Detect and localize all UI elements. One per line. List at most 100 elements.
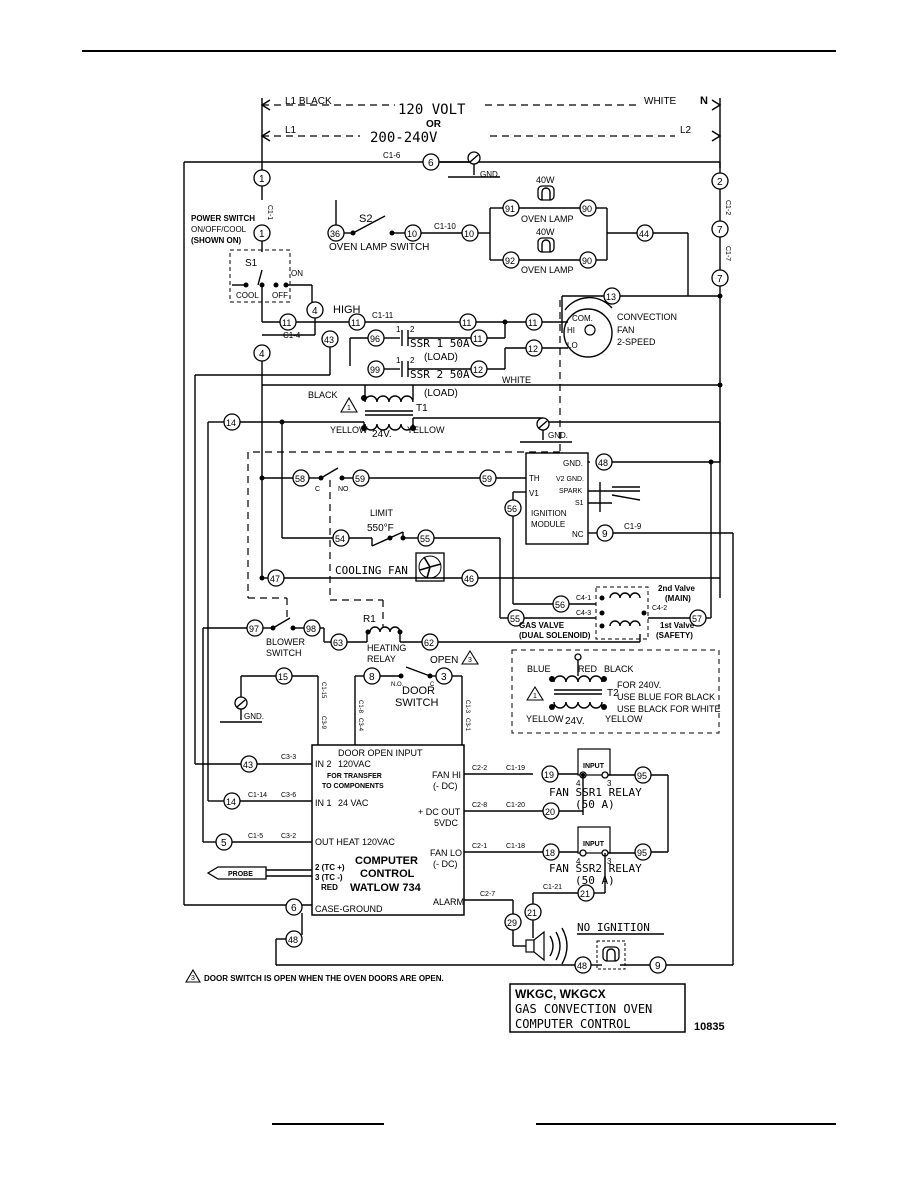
t1-24v-label: 24V. — [372, 429, 392, 440]
conn-c1-8: C1-8 — [357, 700, 363, 714]
for-240-note: FOR 240V. — [617, 680, 661, 690]
t1-yellow-right: YELLOW — [407, 425, 445, 435]
tc-plus-label: 2 (TC +) — [315, 863, 345, 872]
or-label: OR — [426, 119, 442, 130]
fan-lo-output-label: FAN LO — [430, 848, 462, 858]
case-ground-label: CASE-GROUND — [315, 904, 383, 914]
conn-c3-1: C3-1 — [464, 718, 470, 732]
ssr2-term3: 3 — [607, 857, 612, 866]
conn-c3-3: C3-3 — [281, 754, 296, 761]
gas-valve-box — [595, 586, 649, 640]
wire-44: 44 — [639, 229, 649, 239]
two-speed-label: 2-SPEED — [617, 337, 656, 347]
title-line-2: COMPUTER CONTROL — [515, 1017, 631, 1031]
conn-c1-5: C1-5 — [248, 833, 263, 840]
conn-c1-20: C1-20 — [506, 802, 525, 809]
heating-relay-coil — [365, 626, 403, 635]
wire-47: 47 — [270, 574, 280, 584]
to-components-label: TO COMPONENTS — [322, 783, 384, 790]
gas-valve-label: GAS VALVE — [519, 621, 565, 630]
safety-valve-label: (SAFETY) — [656, 631, 693, 640]
conn-c4-2: C4-2 — [652, 605, 667, 612]
t2-yellow-left: YELLOW — [526, 714, 564, 724]
note-3-bottom: 3 — [191, 975, 195, 982]
convection-fan-motor: COM. HI LO — [563, 296, 613, 358]
wire-58: 58 — [295, 474, 305, 484]
oven-lamp-switch-label: OVEN LAMP SWITCH — [329, 242, 429, 253]
spark-electrode — [588, 482, 641, 512]
wire-43-a: 43 — [324, 335, 334, 345]
warn-1-num: 1 — [347, 405, 351, 412]
limit-temp-label: 550°F — [367, 523, 394, 534]
conn-c2-2: C2-2 — [472, 765, 487, 772]
conn-c1-2: C1-2 — [724, 200, 731, 215]
lamp-1-label: OVEN LAMP — [521, 214, 574, 224]
wire-14-a: 14 — [226, 418, 236, 428]
wire-10-a: 10 — [407, 229, 417, 239]
wire-91: 91 — [505, 204, 515, 214]
wire-11-e: 11 — [473, 334, 482, 344]
t1-black-label: BLACK — [308, 390, 338, 400]
conn-c1-6: C1-6 — [383, 151, 401, 160]
transformer-t2 — [549, 653, 607, 710]
conn-c1-11: C1-11 — [372, 311, 394, 320]
dc-out-label: + DC OUT — [418, 807, 461, 817]
wire-90-b: 90 — [582, 256, 592, 266]
conn-c1-21: C1-21 — [543, 884, 562, 891]
wire-6-top: 6 — [428, 158, 434, 169]
wire-43-b: 43 — [243, 760, 253, 770]
in1-label: IN 1 — [315, 798, 332, 808]
ssr1-t1: 1 — [396, 325, 401, 334]
wire-90-a: 90 — [582, 204, 592, 214]
blower-label: BLOWER — [266, 637, 306, 647]
warn-triangle-2 — [526, 685, 544, 701]
l1-black-label: L1 BLACK — [285, 96, 332, 107]
ssr2-amp-label: (50 A) — [575, 874, 615, 887]
ssr1-term3: 3 — [607, 779, 612, 788]
wire-20: 20 — [545, 807, 555, 817]
lamp-2-watts: 40W — [536, 227, 555, 237]
conn-c2-7: C2-7 — [480, 891, 495, 898]
wire-18: 18 — [545, 848, 555, 858]
probe-label: PROBE — [228, 871, 253, 878]
ssr1-t2: 2 — [410, 325, 415, 334]
wire-21-a: 21 — [580, 889, 590, 899]
computer-label: COMPUTER — [355, 855, 418, 867]
fan-com-label: COM. — [572, 314, 593, 323]
first-valve-label: 1st Valve — [660, 621, 695, 630]
ign-spark-label: SPARK — [559, 488, 583, 495]
title-block — [509, 983, 686, 1033]
s2-label: S2 — [359, 213, 372, 225]
module-label: MODULE — [531, 520, 565, 529]
t2-24v-label: 24V. — [565, 716, 585, 727]
volt-120-label: 120 VOLT — [398, 102, 466, 118]
ssr2-label: SSR 2 50A — [410, 368, 470, 381]
power-switch-box — [229, 249, 291, 303]
ssr2-load-label: (LOAD) — [424, 388, 458, 399]
gnd-mid-label: GND. — [548, 431, 568, 440]
ignition-label: IGNITION — [531, 509, 567, 518]
conn-c2-8: C2-8 — [472, 802, 487, 809]
watlow-label: WATLOW 734 — [350, 882, 422, 894]
t2-red-label: RED — [578, 664, 598, 674]
wire-56-b: 56 — [555, 600, 565, 610]
wire-99: 99 — [370, 365, 380, 375]
ign-v2gnd-label: V2 GND. — [556, 476, 584, 483]
conn-c3-9: C3-9 — [320, 716, 326, 730]
fan-lo-dc-label: (- DC) — [433, 859, 458, 869]
warn-triangle-1 — [340, 396, 358, 413]
shown-on-label: (SHOWN ON) — [191, 236, 242, 245]
wire-19: 19 — [544, 770, 554, 780]
ignition-module — [525, 452, 589, 545]
no-ignition-label: NO IGNITION — [577, 921, 650, 934]
ssr2-t2: 2 — [410, 356, 415, 365]
ign-v1-label: V1 — [529, 489, 539, 498]
wire-46: 46 — [464, 574, 474, 584]
t2-blue-label: BLUE — [527, 664, 551, 674]
wire-4-a: 4 — [312, 306, 318, 317]
wire-10-b: 10 — [464, 229, 474, 239]
no-ignition-lamp-box — [596, 940, 626, 970]
convection-label: CONVECTION — [617, 312, 677, 322]
out-heat-120vac-label: 120VAC — [362, 837, 395, 847]
for-transfer-label: FOR TRANSFER — [327, 773, 382, 780]
